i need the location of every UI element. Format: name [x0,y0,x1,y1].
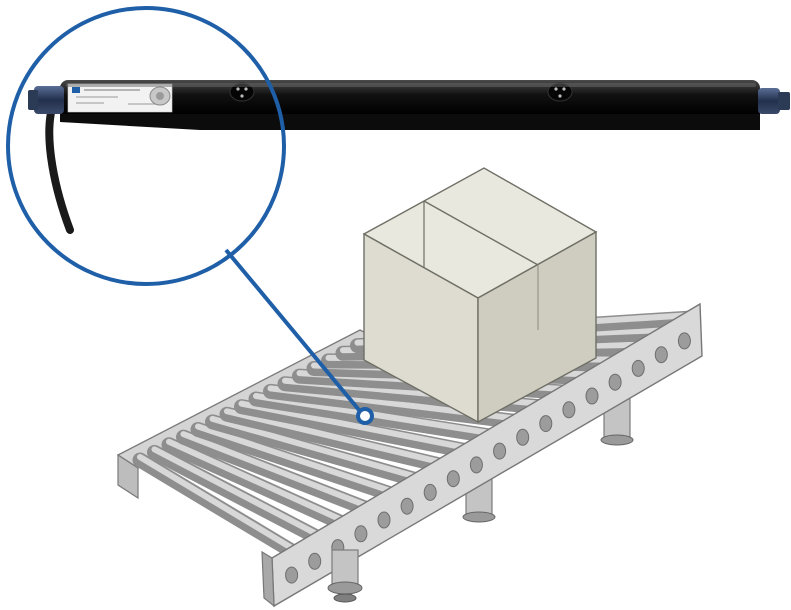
conveyor-roller-highlight [224,408,450,467]
conveyor-legs-front [327,549,363,603]
rail-hole [493,442,507,460]
rail-hole [608,373,622,391]
cardboard-box [362,167,598,424]
rail-hole [677,332,691,350]
rail-hole [562,401,576,419]
rail-hole [631,359,645,377]
conveyor-roller-highlight [253,393,499,437]
rail-hole [516,428,530,446]
rail-hole [446,470,460,488]
mount-bolt-icon [149,86,171,106]
conveyor-roller-highlight [195,423,401,497]
conveyor-roller-highlight [137,454,303,556]
rail-hole [469,456,483,474]
callout-pointer-icon [224,248,374,425]
callout-ring-icon [6,6,286,286]
rail-hole [423,483,437,501]
rail-hole [539,415,553,433]
conveyor-roller-highlight [180,431,377,512]
rail-hole [377,511,391,529]
conveyor-roller-highlight [209,415,426,482]
rail-hole [354,525,368,543]
rail-hole [400,497,414,515]
rail-hole [308,552,322,570]
rail-hole [585,387,599,405]
conveyor-roller-highlight [238,400,475,452]
conveyor-roller-highlight [151,446,328,542]
drive-roller [28,80,790,234]
rail-hole [285,566,299,584]
conveyor-roller-highlight [166,438,352,527]
rail-hole [654,346,668,364]
